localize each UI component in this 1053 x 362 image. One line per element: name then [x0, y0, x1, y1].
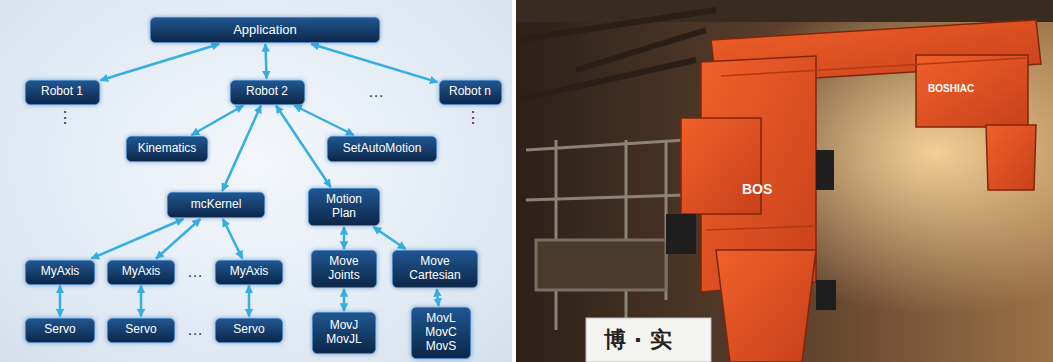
diagram-panel: ApplicationRobot 1 Robot 2 Robot n Kinemati…	[0, 0, 512, 362]
box-label: MyAxis	[122, 265, 161, 279]
connector-arrow	[276, 106, 331, 188]
connector-arrow	[223, 219, 242, 259]
robot-arm	[681, 20, 1041, 362]
process-box: mcKernel	[167, 192, 265, 218]
process-box: Application	[150, 17, 380, 43]
box-label: MovJ MovJL	[322, 319, 366, 347]
box-label: Servo	[125, 323, 156, 337]
process-box: MyAxis	[215, 260, 283, 285]
connector-arrow	[437, 289, 439, 306]
box-label: Robot n	[449, 85, 491, 99]
ellipsis-mark: …	[187, 264, 203, 280]
process-box: MyAxis	[25, 260, 95, 285]
connector-arrow	[373, 227, 405, 249]
connector-arrow	[59, 286, 62, 317]
connector-arrow	[343, 289, 346, 311]
connector-arrow	[192, 106, 244, 136]
brand-text: BOSHIAC	[928, 84, 974, 94]
connector-arrow	[294, 106, 354, 136]
box-label: Move Joints	[321, 255, 367, 283]
process-box: SetAutoMotion	[327, 136, 437, 162]
process-box: Robot 1	[25, 80, 100, 105]
connector-arrow	[343, 227, 346, 249]
process-box: MovL MovC MovS	[411, 307, 471, 359]
box-label: MyAxis	[230, 265, 269, 279]
connector-arrow	[311, 44, 437, 82]
node-layer: ApplicationRobot 1 Robot 2 Robot n Kinemati…	[0, 0, 512, 362]
connector-arrow	[140, 286, 143, 317]
box-label: Robot 1	[41, 85, 83, 99]
ellipsis-mark: …	[368, 84, 384, 100]
box-label: Servo	[44, 323, 75, 337]
process-box: Servo	[25, 318, 95, 343]
process-box: MyAxis	[107, 260, 175, 285]
connector-arrow	[265, 44, 266, 79]
process-box: Servo	[107, 318, 175, 343]
brand-text: BOS	[742, 182, 772, 196]
box-label: mcKernel	[191, 198, 242, 212]
process-box: Kinematics	[126, 136, 208, 162]
robot-photo	[516, 0, 1053, 362]
motor-parts	[666, 150, 836, 310]
box-label: MovL MovC MovS	[421, 312, 461, 353]
box-label: Application	[233, 23, 297, 38]
box-label: Servo	[233, 323, 264, 337]
box-label: Motion Plan	[319, 193, 369, 221]
process-box: Motion Plan	[308, 188, 380, 226]
factory-ground	[516, 0, 1053, 362]
process-box: Move Cartesian	[392, 250, 478, 288]
sign-text: 博 · 实	[604, 329, 672, 351]
box-label: SetAutoMotion	[343, 142, 422, 156]
process-box: Servo	[215, 318, 283, 343]
connector-arrow	[101, 44, 220, 80]
connector-arrow	[91, 219, 183, 259]
connector-arrow	[222, 106, 261, 192]
ellipsis-mark: ⋮	[57, 110, 73, 126]
connector-arrow	[248, 286, 251, 317]
process-box: Move Joints	[311, 250, 377, 288]
ellipsis-mark: ⋮	[465, 110, 481, 126]
background-machinery	[526, 140, 686, 330]
connector-arrow	[156, 219, 200, 259]
process-box: Robot 2	[230, 80, 305, 105]
process-box: MovJ MovJL	[312, 312, 376, 354]
box-label: MyAxis	[41, 265, 80, 279]
box-label: Robot 2	[246, 85, 288, 99]
light-glow	[516, 0, 1053, 362]
process-box: Robot n	[439, 80, 502, 105]
ellipsis-mark: …	[187, 322, 203, 338]
box-label: Kinematics	[138, 142, 197, 156]
box-label: Move Cartesian	[402, 255, 468, 283]
sign-board	[586, 318, 711, 362]
